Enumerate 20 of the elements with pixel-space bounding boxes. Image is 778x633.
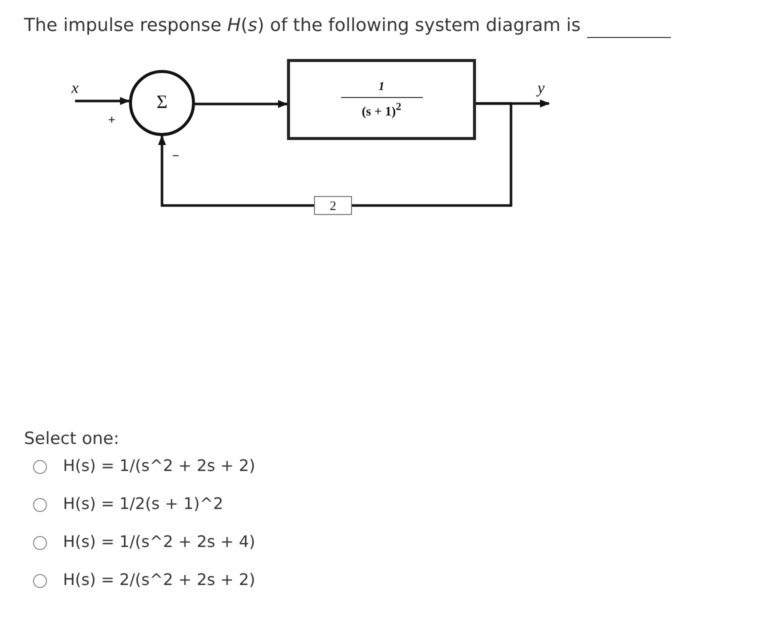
variable-label: x bbox=[71, 80, 79, 98]
arrow bbox=[75, 97, 130, 105]
answer-option: H(s) = 1/2(s + 1)^2 bbox=[63, 494, 224, 513]
answer-option: H(s) = 1/(s^2 + 2s + 4) bbox=[63, 532, 256, 551]
arrow bbox=[158, 135, 314, 207]
numerator: 1 bbox=[378, 79, 384, 94]
sign-label: + bbox=[108, 112, 116, 128]
question-text: The impulse response H(s) of the following system diagram is bbox=[24, 15, 581, 36]
answer-option: H(s) = 2/(s^2 + 2s + 2) bbox=[63, 570, 256, 589]
connector-line bbox=[352, 102, 512, 207]
arrow bbox=[195, 100, 288, 108]
sign-label: − bbox=[172, 148, 180, 164]
gain-block bbox=[314, 196, 352, 215]
symbol-text: Σ bbox=[156, 92, 168, 114]
variable-label: y bbox=[537, 80, 545, 98]
prompt-text: Select one: bbox=[24, 429, 120, 449]
denominator: (s + 1)$^{2}$ bbox=[362, 101, 402, 120]
symbol-text: 2 bbox=[330, 198, 336, 214]
answer-option: H(s) = 1/(s^2 + 2s + 2) bbox=[63, 456, 256, 475]
transfer-function-block bbox=[287, 59, 476, 140]
